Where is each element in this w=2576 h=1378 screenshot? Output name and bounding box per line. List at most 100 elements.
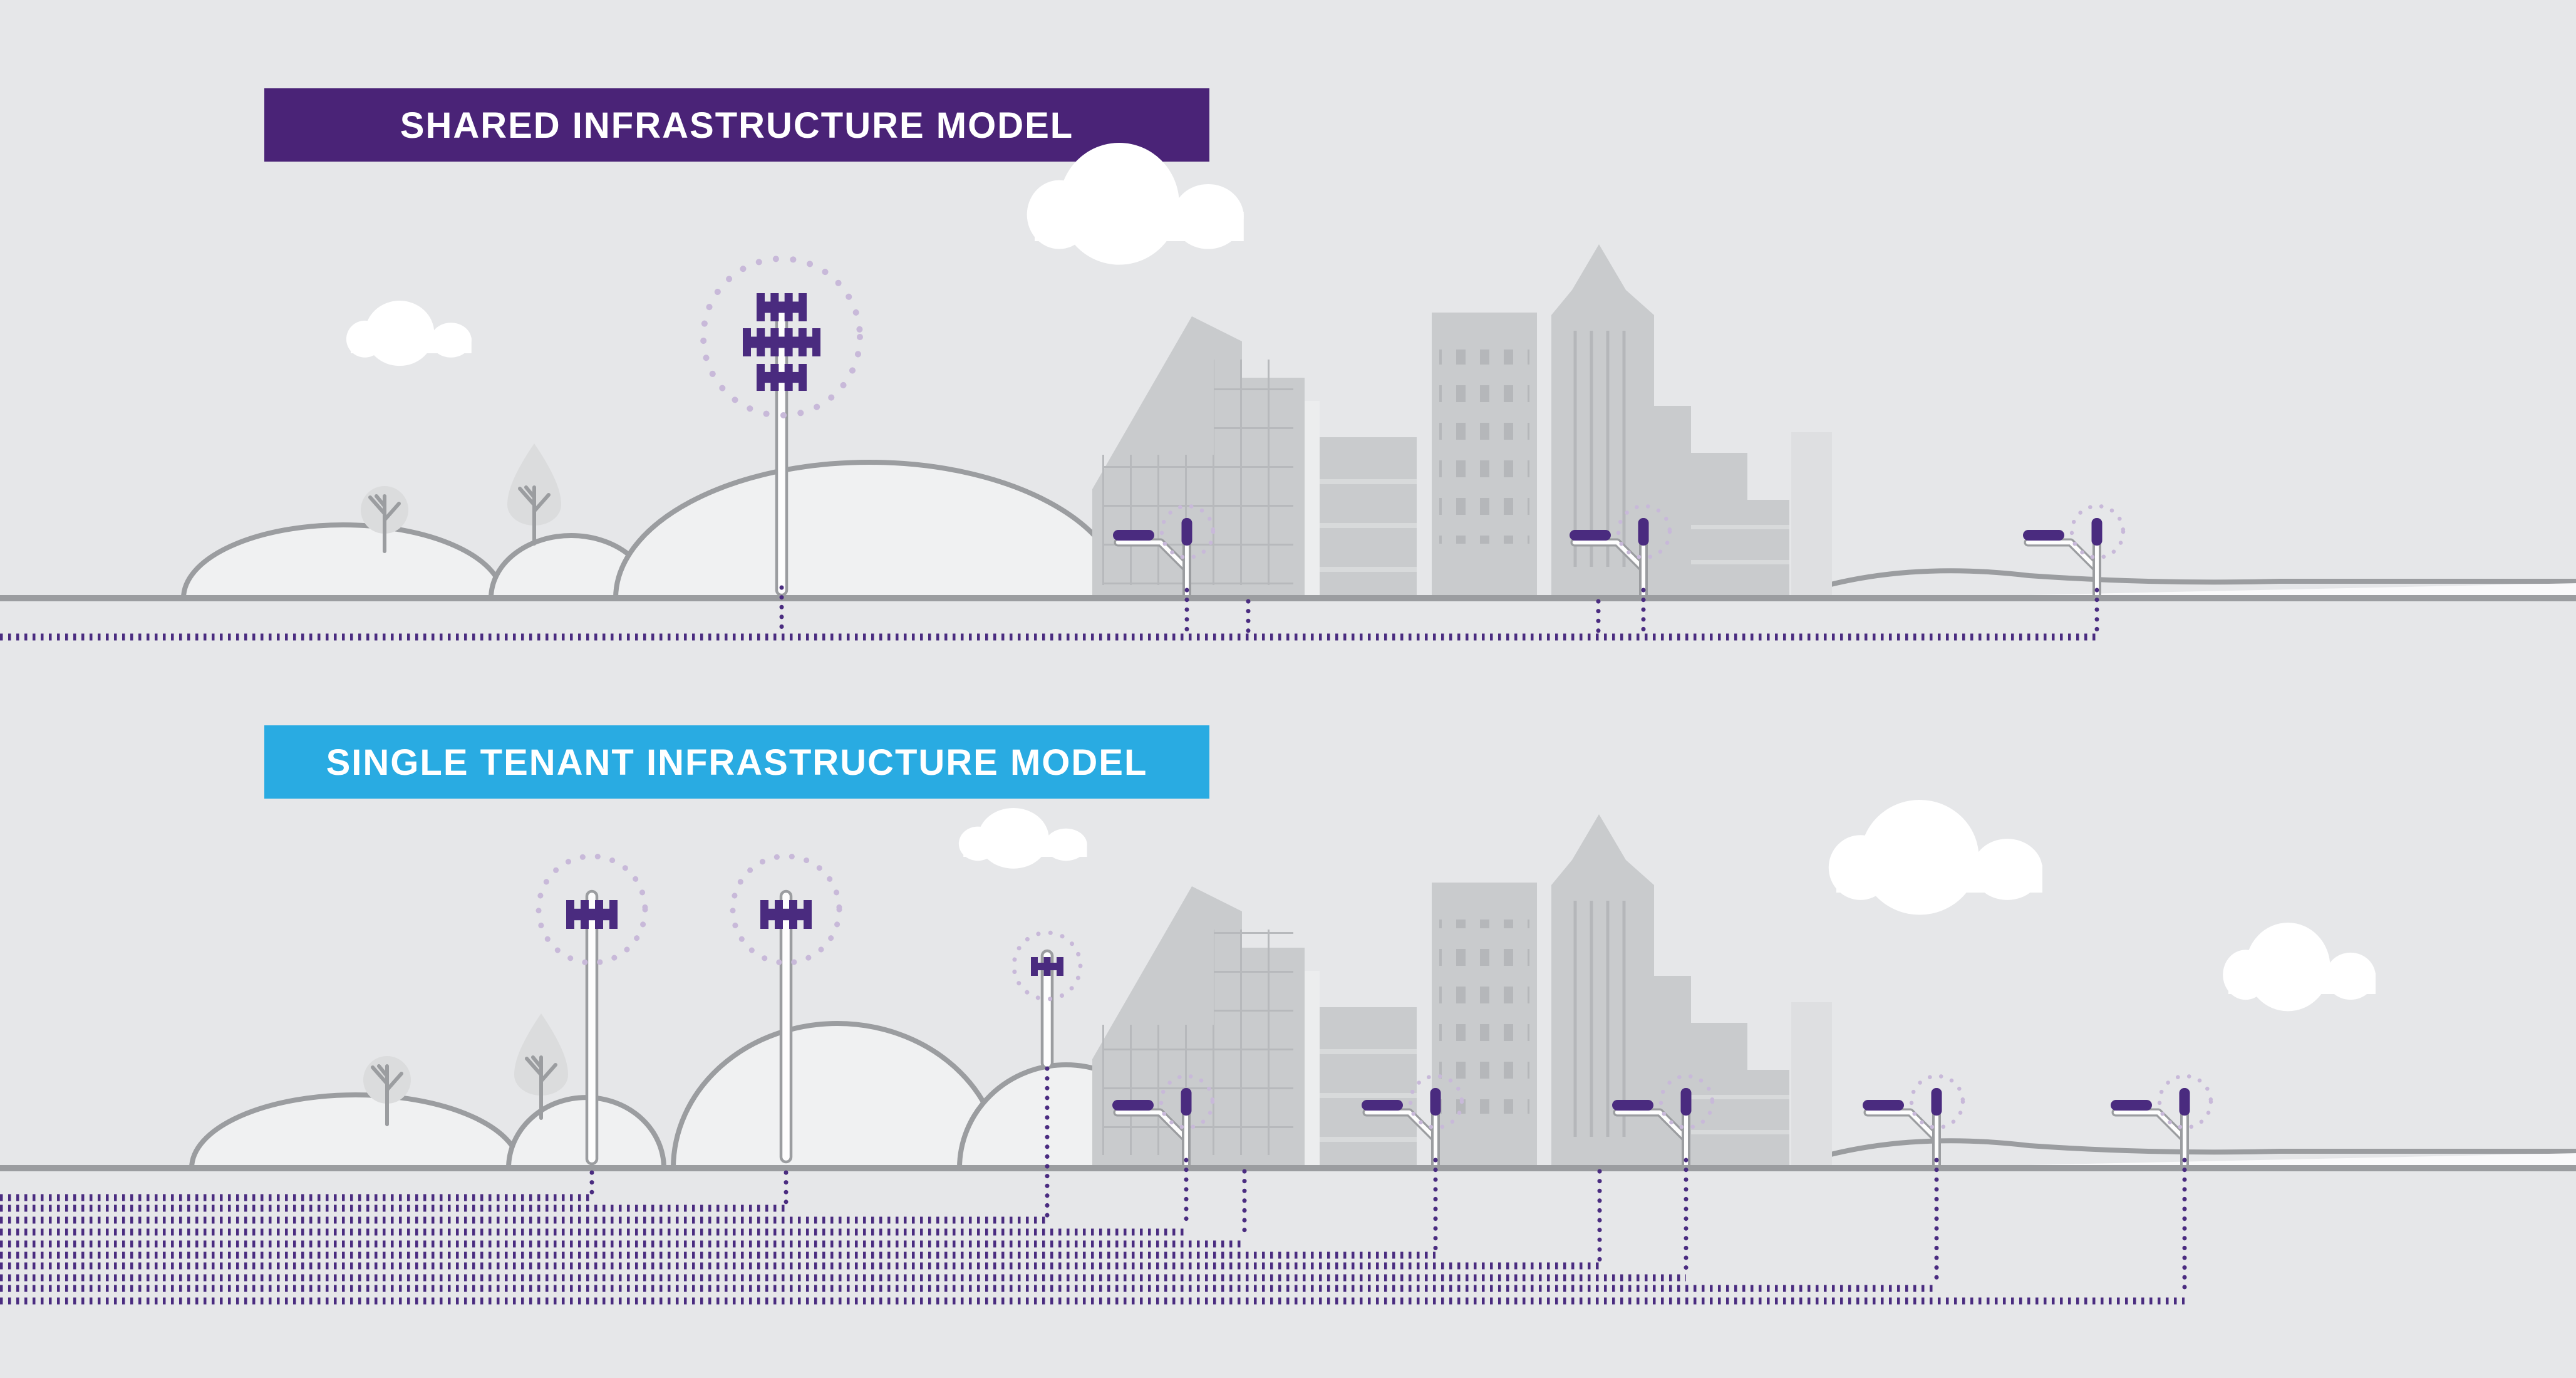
building-spire-tower: [1551, 244, 1654, 598]
coverage-dotted-circle: [1011, 930, 1083, 1002]
small-cell-icon: [2091, 518, 2103, 546]
single-tenant-model-banner: [264, 725, 1209, 799]
antenna-bar-icon: [581, 900, 589, 929]
building-light-sliver: [1305, 971, 1320, 1168]
antenna-bar-icon: [566, 900, 574, 929]
lamp-arm-inner: [1615, 1110, 1689, 1141]
tree: [361, 486, 408, 553]
small-cell-icon: [1181, 518, 1192, 546]
cloud-base: [1035, 211, 1244, 241]
cloud-base: [2228, 972, 2376, 994]
antenna-array-icon: [757, 301, 807, 313]
tree-foliage: [507, 443, 561, 526]
scene-shared: SHARED INFRASTRUCTURE MODEL: [0, 88, 2576, 641]
building-light-sliver: [1305, 401, 1320, 598]
coverage-dotted-circle: [1616, 504, 1672, 560]
antenna-array-icon: [760, 908, 812, 921]
building-window-grid: [1102, 455, 1290, 585]
building-light-slab: [1791, 1002, 1832, 1168]
coverage-dotted-circle: [2069, 504, 2126, 560]
antenna-bar-icon: [798, 328, 807, 356]
cloud-base: [351, 337, 472, 353]
smart-streetlight: [1863, 1074, 1965, 1169]
small-cell-icon: [1680, 1088, 1692, 1116]
antenna-bar-icon: [812, 328, 820, 356]
building-light-slab: [1791, 432, 1832, 598]
lamp-arm-inner: [1115, 540, 1189, 571]
tree-branch: [383, 502, 401, 522]
cloud: [958, 808, 1087, 869]
antenna-bar-icon: [784, 293, 793, 321]
building-window-dots: [1439, 920, 1529, 1114]
building-window-grid: [1102, 1025, 1290, 1155]
small-cell-icon: [2179, 1088, 2190, 1116]
tree-foliage: [514, 1013, 568, 1096]
antenna-bar-icon: [1057, 957, 1063, 976]
smart-streetlight: [2023, 504, 2126, 599]
coverage-dotted-circle: [1159, 504, 1216, 560]
antenna-bar-icon: [757, 293, 765, 321]
lamp-head-icon: [1112, 1100, 1154, 1111]
shared-model-banner: [264, 88, 1209, 162]
coverage-dotted-circle: [1658, 1074, 1715, 1130]
coverage-dotted-circle: [1909, 1074, 1965, 1130]
tree: [514, 1013, 568, 1120]
cloud-base: [963, 842, 1087, 857]
tree-branch: [377, 1064, 389, 1078]
building-stripe: [1691, 1130, 1789, 1134]
building-stripe: [1691, 1095, 1789, 1099]
tree: [507, 443, 561, 546]
tree-branch: [524, 485, 536, 499]
tree-branch: [532, 493, 551, 513]
coverage-dotted-circle: [535, 853, 648, 966]
building-stripe: [1320, 479, 1417, 484]
macro-cell-tower: [700, 256, 863, 597]
antenna-bar-icon: [799, 364, 807, 391]
tree-branch: [375, 494, 386, 508]
lamp-head-icon: [2111, 1100, 2152, 1111]
antenna-bar-icon: [789, 900, 797, 929]
building-stepped: [1747, 500, 1789, 598]
antenna-bar-icon: [804, 900, 812, 929]
roadside-wedge: [1973, 1153, 2576, 1166]
tree-branch: [531, 1055, 543, 1069]
antenna-bar-icon: [1043, 957, 1051, 976]
ground-line: [0, 595, 2576, 601]
lamp-head-icon: [1863, 1100, 1904, 1111]
building-stripe: [1691, 525, 1789, 529]
smart-streetlight: [1570, 504, 1672, 599]
tower-pole: [585, 889, 599, 1166]
building-window-dots: [1439, 350, 1529, 544]
building-spire-tower: [1551, 814, 1654, 1168]
macro-cell-tower: [1011, 930, 1083, 1070]
hill: [613, 460, 1126, 601]
building-stripe: [1320, 523, 1417, 528]
building-stepped: [1747, 1070, 1789, 1168]
lamp-head-icon: [1113, 530, 1154, 541]
coverage-dotted-circle: [2157, 1074, 2213, 1130]
lamp-head-icon: [2023, 530, 2064, 541]
tree-branch: [539, 1063, 557, 1083]
macro-cell-tower: [535, 853, 648, 1166]
building-stripe: [1320, 1049, 1417, 1054]
tree-branch: [368, 495, 386, 515]
lamp-arm-inner: [1364, 1110, 1438, 1141]
lamp-arm-inner: [2025, 540, 2099, 571]
antenna-bar-icon: [770, 328, 779, 356]
antenna-bar-icon: [1031, 957, 1038, 976]
lamp-head-icon: [1362, 1100, 1403, 1111]
coverage-dotted-circle: [730, 853, 842, 966]
tree-branch: [385, 1072, 403, 1092]
cloud: [346, 301, 472, 366]
antenna-bar-icon: [760, 900, 768, 929]
lamp-arm-inner: [1572, 540, 1646, 571]
city-skyline: [1092, 814, 1832, 1168]
smart-streetlight: [1612, 1074, 1715, 1169]
city-skyline: [1092, 244, 1832, 598]
antenna-bar-icon: [609, 900, 618, 929]
antenna-bar-icon: [757, 364, 765, 391]
cloud: [1828, 800, 2042, 915]
antenna-bar-icon: [775, 900, 783, 929]
